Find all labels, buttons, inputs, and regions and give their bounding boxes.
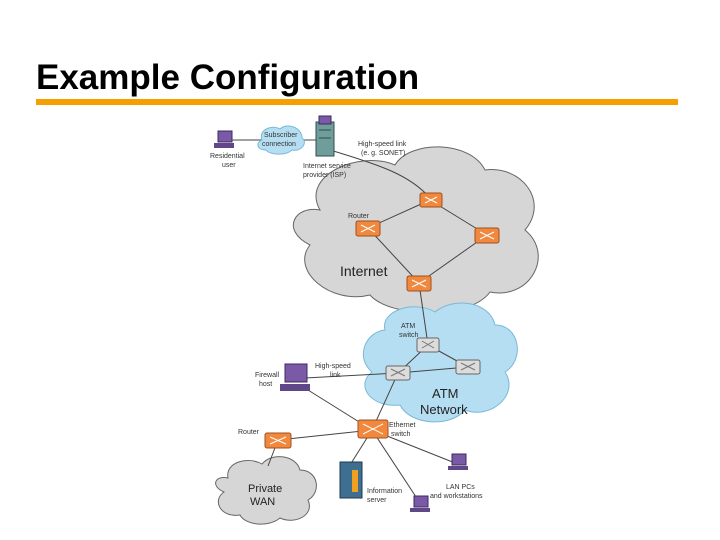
private-wan-cloud: Private WAN — [215, 456, 317, 525]
ethernet-switch — [357, 419, 389, 439]
label-atm-switch-line1: ATM — [401, 323, 415, 330]
label-information-server-line1: Information — [367, 488, 402, 495]
label-isp-line1: Internet service — [303, 163, 351, 170]
label-residential-user-line2: user — [222, 162, 236, 169]
label-subscriber-connection-line1: Subscriber — [264, 132, 298, 139]
isp-router-top — [419, 192, 443, 208]
lan-pc-icon-1 — [448, 453, 468, 470]
atm-switch-right — [455, 359, 481, 375]
label-isp-line2: provider (ISP) — [303, 172, 346, 179]
label-firewall-host-line1: Firewall — [255, 372, 280, 379]
label-ethernet-switch-line2: switch — [391, 431, 411, 438]
private-wan-label-line2: WAN — [250, 496, 275, 508]
label-high-speed-sonet-line1: High-speed link — [358, 141, 407, 148]
label-high-speed-link-line2: link — [330, 372, 341, 379]
label-residential-user-line1: Residential — [210, 153, 245, 160]
firewall-host-pc-icon — [280, 363, 310, 391]
atm-cloud: ATM Network — [362, 302, 518, 423]
residential-user-pc-icon — [214, 130, 234, 148]
internet-cloud-label: Internet — [340, 263, 388, 279]
atm-cloud-label-line1: ATM — [432, 386, 458, 401]
label-information-server-line2: server — [367, 497, 387, 504]
label-ethernet-switch-line1: Ethernet — [389, 422, 416, 429]
subscriber-connection-cloud — [257, 125, 305, 155]
title-underline — [36, 99, 678, 105]
label-router-private: Router — [238, 429, 260, 436]
label-firewall-host-line2: host — [259, 381, 272, 388]
internet-router-right — [474, 227, 500, 244]
internet-router-left — [355, 220, 381, 237]
lan-pc-icon-2 — [410, 495, 430, 512]
isp-server-icon — [315, 115, 335, 157]
label-lan-pcs-line1: LAN PCs — [446, 484, 475, 491]
atm-switch-left — [385, 365, 411, 381]
label-atm-switch-line2: switch — [399, 332, 419, 339]
label-router-internet: Router — [348, 213, 370, 220]
label-high-speed-sonet-line2: (e. g. SONET) — [361, 150, 405, 157]
label-lan-pcs-line2: and workstations — [430, 493, 483, 500]
private-wan-label-line1: Private — [248, 483, 282, 495]
atm-switch-top — [416, 337, 440, 353]
atm-cloud-label-line2: Network — [420, 402, 468, 417]
private-router — [264, 432, 292, 449]
internet-router-bottom — [406, 275, 432, 292]
internet-cloud: Internet — [292, 146, 539, 314]
information-server-icon — [339, 461, 363, 499]
label-subscriber-connection-line2: connection — [262, 141, 296, 148]
slide-title: Example Configuration — [36, 58, 420, 97]
label-high-speed-link-line1: High-speed — [315, 363, 351, 370]
